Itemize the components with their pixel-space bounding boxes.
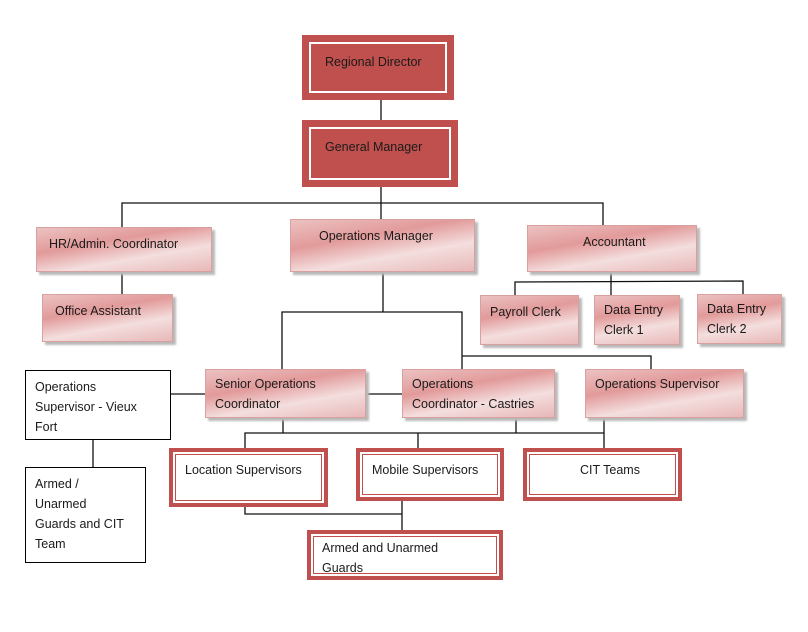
node-label: HR/Admin. Coordinator: [49, 237, 179, 251]
node-office-assistant: Office Assistant: [42, 294, 173, 342]
node-location-supervisors: Location Supervisors: [169, 448, 328, 507]
node-label: Location Supervisors: [185, 463, 302, 477]
node-mobile-supervisors: Mobile Supervisors: [356, 448, 504, 501]
node-label: Operations Manager: [319, 229, 433, 243]
connector-ops-bus: [281, 311, 463, 369]
node-label: Armed and Unarmed Guards: [322, 541, 439, 575]
node-data-entry-clerk-2: Data Entry Clerk 2: [697, 294, 782, 344]
node-armed-unarmed-guards: Armed and Unarmed Guards: [307, 530, 503, 580]
node-payroll-clerk: Payroll Clerk: [480, 295, 579, 345]
node-label: Armed / Unarmed Guards and CIT Team: [35, 477, 124, 551]
node-label: CIT Teams: [580, 463, 640, 477]
node-label: Mobile Supervisors: [372, 463, 479, 477]
node-cit-teams: CIT Teams: [523, 448, 682, 501]
node-label: Data Entry Clerk 2: [707, 302, 767, 336]
connector-clerk-bus: [514, 280, 744, 295]
connector-level2-bus: [121, 202, 604, 227]
node-operations-supervisor: Operations Supervisor: [585, 369, 744, 418]
node-label: Payroll Clerk: [490, 305, 561, 319]
node-operations-manager: Operations Manager: [290, 219, 475, 272]
node-hr-admin-coordinator: HR/Admin. Coordinator: [36, 227, 212, 272]
node-accountant: Accountant: [527, 225, 697, 272]
node-regional-director: Regional Director: [302, 35, 454, 100]
node-ops-supervisor-vieux-fort: Operations Supervisor - Vieux Fort: [25, 370, 171, 440]
node-general-manager: General Manager: [302, 120, 458, 187]
node-label: Accountant: [583, 235, 646, 249]
connector-guards-bus: [244, 506, 402, 515]
node-label: Operations Supervisor: [595, 377, 720, 391]
node-label: Operations Supervisor - Vieux Fort: [35, 380, 137, 434]
node-armed-unarmed-guards-cit-team: Armed / Unarmed Guards and CIT Team: [25, 467, 146, 563]
node-label: Office Assistant: [55, 304, 141, 318]
node-label: Data Entry Clerk 1: [604, 303, 664, 337]
connector-ops-supervisor: [462, 355, 652, 369]
node-label: Operations Coordinator - Castries: [412, 377, 535, 411]
node-senior-ops-coordinator: Senior Operations Coordinator: [205, 369, 366, 418]
connector-level4-bus: [244, 432, 604, 448]
node-ops-coordinator-castries: Operations Coordinator - Castries: [402, 369, 555, 418]
node-label: Regional Director: [325, 55, 422, 69]
node-label: Senior Operations Coordinator: [215, 377, 316, 411]
node-data-entry-clerk-1: Data Entry Clerk 1: [594, 295, 680, 345]
node-label: General Manager: [325, 140, 423, 154]
